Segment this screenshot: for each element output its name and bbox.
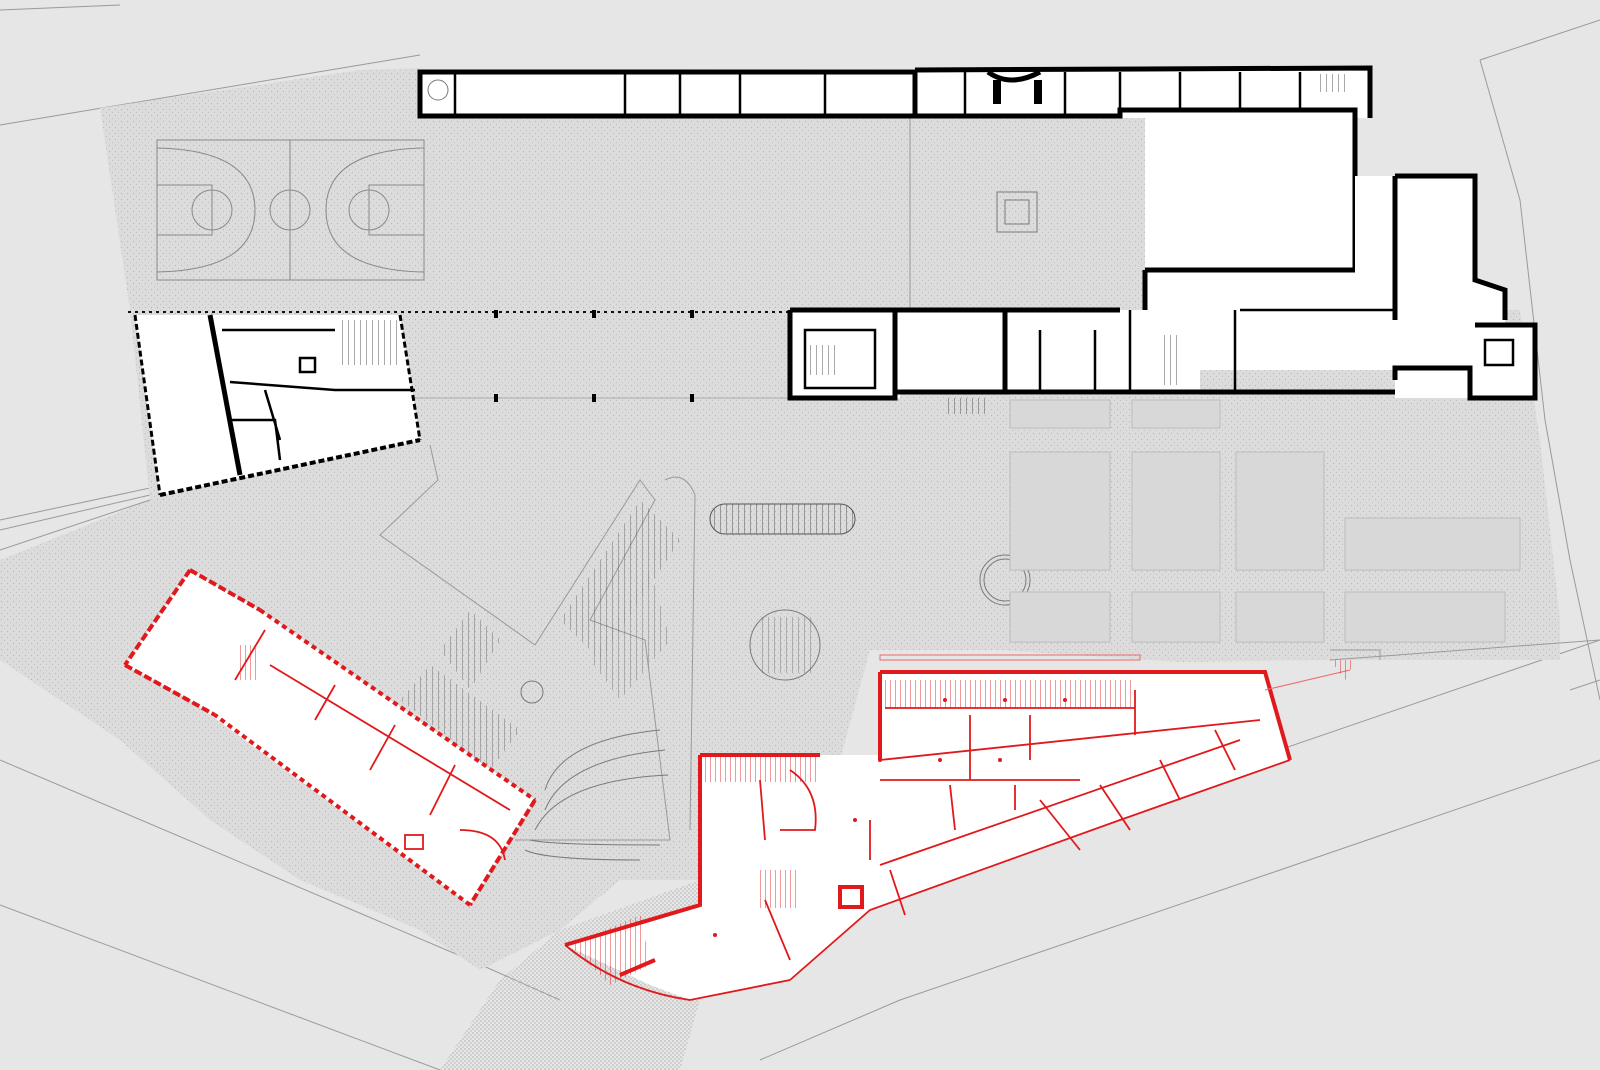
covered-walkway bbox=[128, 310, 1140, 402]
existing-building-east-wing bbox=[787, 173, 1538, 414]
amphitheatre-steps bbox=[400, 500, 680, 861]
existing-building-west-pavilion bbox=[133, 314, 422, 497]
new-building-west-wing bbox=[123, 568, 537, 907]
existing-building-north-wing bbox=[417, 65, 1373, 270]
new-building-south-wing bbox=[564, 654, 1355, 1001]
garden-beds bbox=[1009, 399, 1521, 643]
oval-planter bbox=[709, 503, 856, 535]
basketball-court bbox=[156, 139, 425, 281]
circular-bench bbox=[749, 609, 821, 681]
